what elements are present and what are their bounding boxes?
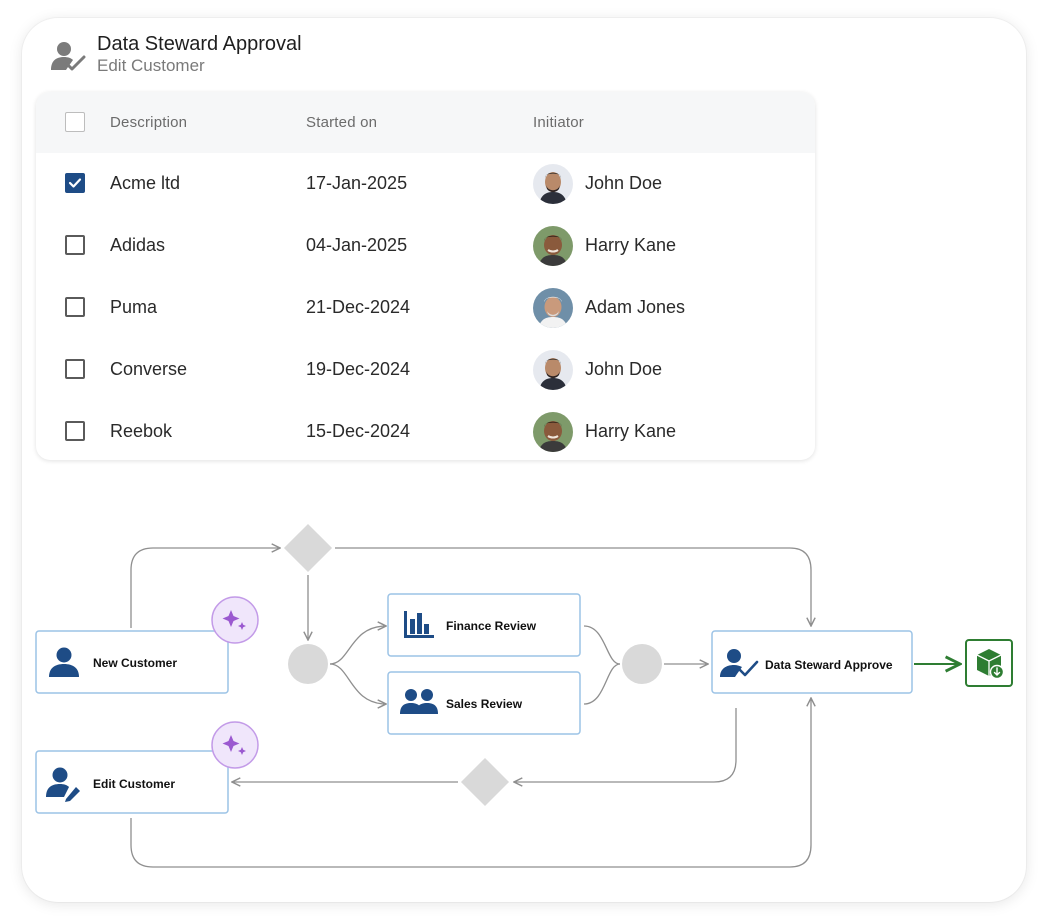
row-checkbox[interactable]	[65, 421, 85, 441]
column-header-started-on[interactable]: Started on	[306, 114, 378, 131]
avatar	[533, 288, 573, 328]
end-event[interactable]	[965, 639, 1013, 687]
users-group-icon	[400, 689, 438, 714]
table-row[interactable]: Puma 21-Dec-2024 Adam Jones	[36, 277, 815, 339]
node-label: Finance Review	[446, 619, 537, 633]
node-label: Sales Review	[446, 697, 523, 711]
connector	[335, 547, 811, 626]
table-row[interactable]: Adidas 04-Jan-2025 Harry Kane	[36, 215, 815, 277]
avatar	[533, 412, 573, 452]
row-checkbox[interactable]	[65, 235, 85, 255]
connector	[329, 663, 386, 704]
node-label: New Customer	[93, 656, 177, 670]
connector	[329, 626, 386, 665]
column-header-description[interactable]: Description	[110, 114, 188, 131]
node-new-customer[interactable]: New Customer	[35, 630, 229, 694]
user-check-icon	[720, 649, 759, 677]
row-description: Reebok	[110, 421, 173, 441]
parallel-join-event[interactable]	[622, 644, 662, 684]
user-icon	[49, 647, 79, 677]
node-edit-customer[interactable]: Edit Customer	[35, 750, 229, 814]
row-initiator: John Doe	[585, 359, 663, 379]
row-initiator: Harry Kane	[585, 235, 677, 255]
connector	[130, 548, 280, 628]
row-initiator: John Doe	[585, 173, 663, 193]
page-subtitle: Edit Customer	[97, 56, 205, 75]
node-sales-review[interactable]: Sales Review	[387, 671, 581, 735]
row-checkbox[interactable]	[65, 297, 85, 317]
user-edit-icon	[46, 767, 80, 802]
gateway-top[interactable]	[283, 523, 333, 573]
node-label: Data Steward Approve	[765, 658, 893, 672]
page-title: Data Steward Approval	[97, 33, 302, 55]
table-header: Description Started on Initiator	[36, 92, 815, 153]
approval-table: Description Started on Initiator Acme lt…	[36, 92, 815, 460]
row-description: Puma	[110, 297, 158, 317]
package-download-icon	[976, 649, 1005, 680]
checkmark-icon	[68, 178, 82, 188]
ai-sparkle-badge[interactable]	[211, 721, 259, 769]
row-description: Adidas	[110, 235, 166, 255]
ai-sparkle-badge[interactable]	[211, 596, 259, 644]
node-data-steward-approve[interactable]: Data Steward Approve	[711, 630, 913, 694]
row-checkbox[interactable]	[65, 359, 85, 379]
avatar	[533, 350, 573, 390]
row-description: Acme ltd	[110, 173, 181, 193]
sparkle-icon	[222, 610, 246, 630]
row-started-on: 04-Jan-2025	[306, 235, 408, 255]
table-row[interactable]: Converse 19-Dec-2024 John Doe	[36, 339, 815, 401]
row-checkbox[interactable]	[65, 173, 85, 193]
gateway-bottom[interactable]	[460, 757, 510, 807]
node-finance-review[interactable]: Finance Review	[387, 593, 581, 657]
avatar	[533, 226, 573, 266]
row-description: Converse	[110, 359, 188, 379]
table-row[interactable]: Acme ltd 17-Jan-2025 John Doe	[36, 153, 815, 215]
select-all-checkbox[interactable]	[65, 112, 85, 132]
parallel-split-event[interactable]	[288, 644, 328, 684]
bar-chart-icon	[404, 611, 434, 638]
row-started-on: 15-Dec-2024	[306, 421, 411, 441]
node-label: Edit Customer	[93, 777, 175, 791]
row-initiator: Adam Jones	[585, 297, 686, 317]
connector	[130, 698, 811, 868]
connector	[583, 663, 621, 705]
user-check-icon	[51, 42, 86, 71]
column-header-initiator[interactable]: Initiator	[533, 114, 584, 131]
connector	[514, 708, 737, 782]
row-initiator: Harry Kane	[585, 421, 677, 441]
row-started-on: 21-Dec-2024	[306, 297, 411, 317]
table-row[interactable]: Reebok 15-Dec-2024 Harry Kane	[36, 401, 815, 460]
sparkle-icon	[222, 735, 246, 755]
row-started-on: 17-Jan-2025	[306, 173, 408, 193]
row-started-on: 19-Dec-2024	[306, 359, 411, 379]
connector	[583, 625, 621, 665]
avatar	[533, 164, 573, 204]
